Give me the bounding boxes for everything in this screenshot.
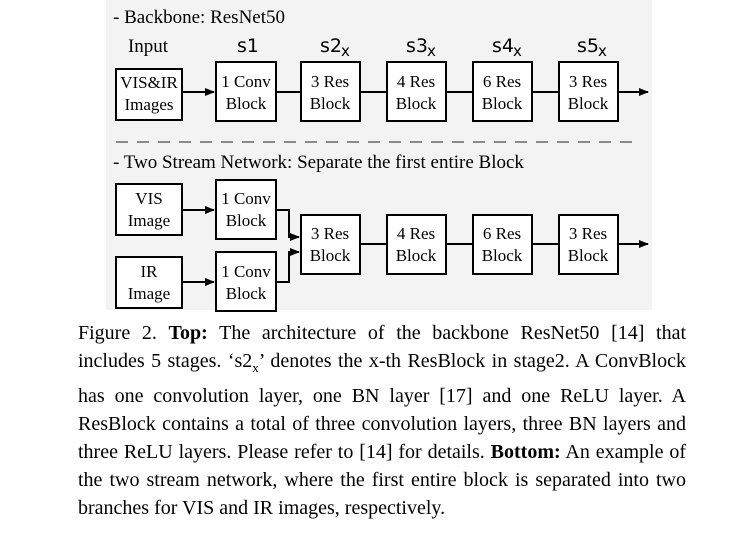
svg-text:4 Res: 4 Res	[397, 72, 435, 91]
caption-top-label: Top:	[168, 322, 208, 344]
svg-text:6 Res: 6 Res	[483, 224, 521, 243]
svg-text:3 Res: 3 Res	[569, 224, 607, 243]
svg-text:VIS&IR: VIS&IR	[120, 73, 178, 92]
svg-text:IR: IR	[141, 262, 159, 281]
res-block-s2-bottom: 3 Res Block	[300, 214, 361, 275]
svg-text:Image: Image	[128, 284, 170, 303]
conv-block-ir: 1 Conv Block	[215, 251, 277, 312]
merge-arrow-vis	[276, 209, 300, 241]
top-section-title: - Backbone: ResNet50	[113, 7, 285, 28]
merge-arrow-ir	[276, 248, 300, 283]
svg-text:s3: s3	[406, 35, 428, 57]
caption-text-2: ’ denotes the x-th ResBlock in stage2. A…	[78, 350, 686, 463]
svg-text:Images: Images	[124, 95, 173, 114]
caption-figure-label: Figure 2.	[78, 322, 157, 344]
svg-text:4 Res: 4 Res	[397, 224, 435, 243]
svg-text:3 Res: 3 Res	[311, 72, 349, 91]
svg-text:1 Conv: 1 Conv	[221, 262, 271, 281]
svg-text:s5: s5	[577, 35, 599, 57]
svg-text:Block: Block	[396, 94, 437, 113]
svg-text:x: x	[427, 42, 436, 60]
svg-text:x: x	[513, 42, 522, 60]
svg-text:x: x	[598, 42, 607, 60]
svg-text:Image: Image	[128, 211, 170, 230]
svg-text:Block: Block	[226, 211, 267, 230]
res-block-s5-bottom: 3 Res Block	[558, 214, 619, 275]
architecture-diagram: - Backbone: ResNet50 Input s1 s2 x s3 x …	[113, 7, 649, 312]
svg-text:Block: Block	[310, 246, 351, 265]
caption-text-3: An example of the two stream network, wh…	[78, 441, 686, 519]
svg-text:Block: Block	[396, 246, 437, 265]
svg-text:Block: Block	[482, 246, 523, 265]
stage-header-s4: s4 x	[492, 35, 522, 60]
res-block-s4: 6 Res Block	[472, 61, 533, 122]
svg-text:s4: s4	[492, 35, 514, 57]
conv-block-s1: 1 Conv Block	[215, 61, 277, 122]
res-block-s5: 3 Res Block	[558, 61, 619, 122]
stage-header-s5: s5 x	[577, 35, 607, 60]
input-box-vis: VIS Image	[115, 183, 183, 236]
svg-text:1 Conv: 1 Conv	[221, 72, 271, 91]
caption-bottom-label: Bottom:	[490, 441, 561, 463]
svg-text:Block: Block	[568, 94, 609, 113]
figure-caption: Figure 2. Top: The architecture of the b…	[78, 319, 686, 522]
conv-block-vis: 1 Conv Block	[215, 179, 277, 240]
svg-text:Block: Block	[568, 246, 609, 265]
stage-header-s1: s1	[237, 35, 259, 57]
svg-text:3 Res: 3 Res	[311, 224, 349, 243]
res-block-s2: 3 Res Block	[300, 61, 361, 122]
res-block-s4-bottom: 6 Res Block	[472, 214, 533, 275]
svg-text:s2: s2	[320, 35, 342, 57]
svg-text:3 Res: 3 Res	[569, 72, 607, 91]
stage-header-input: Input	[128, 36, 169, 57]
svg-text:Block: Block	[310, 94, 351, 113]
svg-text:Block: Block	[226, 94, 267, 113]
svg-text:1 Conv: 1 Conv	[221, 189, 271, 208]
svg-text:Block: Block	[226, 284, 267, 303]
bottom-section-title: - Two Stream Network: Separate the first…	[113, 152, 524, 173]
caption-subscript: x	[252, 360, 259, 375]
svg-text:x: x	[341, 42, 350, 60]
svg-text:Block: Block	[482, 94, 523, 113]
res-block-s3: 4 Res Block	[386, 61, 447, 122]
svg-text:6 Res: 6 Res	[483, 72, 521, 91]
stage-header-s3: s3 x	[406, 35, 436, 60]
svg-text:VIS: VIS	[135, 189, 162, 208]
stage-header-s2: s2 x	[320, 35, 350, 60]
input-box-vis-ir: VIS&IR Images	[115, 68, 183, 121]
input-box-ir: IR Image	[115, 256, 183, 309]
res-block-s3-bottom: 4 Res Block	[386, 214, 447, 275]
caption-text-1: The architecture of the backbone ResNet5…	[78, 322, 687, 372]
